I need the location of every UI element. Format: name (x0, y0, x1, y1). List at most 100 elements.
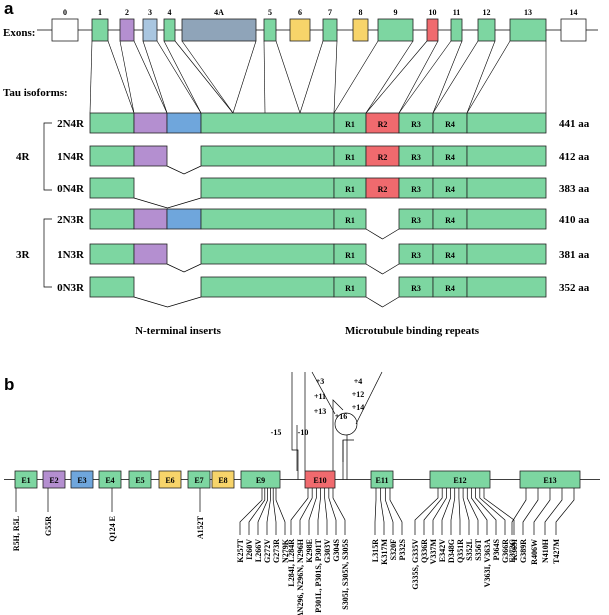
mutation-e12-11: K369I (510, 539, 519, 560)
mutation-e12-3: E342V (438, 539, 447, 562)
exon-map-line-9 (232, 40, 257, 114)
exon-box-12 (477, 18, 496, 42)
mutation-e11-tick-0 (374, 488, 377, 535)
mutation-e1: R5H, R5L (12, 516, 21, 551)
intron-plus-right-0: +4 (354, 377, 363, 386)
repeat-label-R2: R2 (378, 153, 388, 162)
exon-box-4 (163, 18, 176, 42)
isoform-name: 1N4R (57, 151, 85, 163)
gene-exon-label-E13: E13 (543, 476, 556, 485)
isoform-size: 410 aa (559, 214, 590, 226)
mutation-e7: A152T (196, 515, 205, 539)
mutation-e12-7: S356T (474, 538, 483, 560)
gene-exon-label-E11: E11 (376, 476, 389, 485)
exon-box-3 (142, 18, 158, 42)
exon-box-14 (560, 18, 587, 42)
mutation-e12-0: G335S, G335V (411, 539, 420, 590)
exon-box-5 (263, 18, 277, 42)
n1-insert (133, 112, 168, 134)
caption-n-terminal: N-terminal inserts (135, 325, 222, 337)
exon-map-line-7 (174, 40, 234, 114)
exon-box-7 (322, 18, 338, 42)
exon-map-line-2 (119, 40, 135, 114)
repeat-label-R3: R3 (411, 153, 421, 162)
exon-number-14: 14 (570, 8, 578, 17)
mutation-e10-6: S305I, S305N, S305S (341, 538, 350, 609)
gene-exon-label-E5: E5 (135, 476, 144, 485)
repeat-label-R3: R3 (411, 185, 421, 194)
repeat-label-R4: R4 (445, 153, 455, 162)
exon-number-11: 11 (453, 8, 461, 17)
exon-box-8 (352, 18, 369, 42)
mutation-e11-0: L315R (371, 539, 380, 562)
exon-box-0 (51, 18, 79, 42)
bracket-3r (43, 218, 52, 288)
intron-plus-left-1: +11 (314, 392, 326, 401)
mutation-e12-9: P364S (492, 538, 501, 560)
mutation-e11-tick-2 (384, 488, 394, 535)
exon-map-line-6 (163, 40, 202, 114)
intron-e10-right-a (332, 399, 344, 471)
mutation-e10-tick-5 (328, 488, 337, 535)
exon-map-line-22 (466, 40, 511, 114)
mutation-e13-tick-3 (544, 488, 563, 535)
gene-exon-label-E10: E10 (313, 476, 326, 485)
mutation-e13-tick-0 (511, 488, 527, 535)
tail-segment (466, 276, 547, 298)
exon-box-11 (450, 18, 463, 42)
exon-number-5: 5 (268, 8, 272, 17)
exon-map-line-18 (398, 40, 452, 114)
exon-map-line-0 (89, 40, 93, 114)
mutation-e13-1: G389R (519, 539, 528, 563)
splice-skip-r2 (365, 228, 400, 240)
gene-exon-label-E4: E4 (105, 476, 114, 485)
exon-number-3: 3 (148, 8, 152, 17)
gene-exon-E8 (211, 470, 235, 489)
exon-map-line-20 (432, 40, 479, 114)
mutation-e10-tick-3 (317, 488, 321, 535)
mutation-e12-tick-11 (483, 488, 515, 535)
exon-1-segment (89, 276, 135, 298)
intron-diag-left (311, 371, 336, 415)
exon-number-2: 2 (125, 8, 129, 17)
mutation-e12-tick-2 (432, 488, 447, 535)
mutation-e10-0: L284I, L284R (287, 539, 296, 587)
mutation-e9-3: G272V (263, 539, 272, 563)
repeat-label-R3: R3 (411, 251, 421, 260)
exon-map-line-10 (263, 40, 266, 114)
repeat-label-R3: R3 (411, 120, 421, 129)
isoform-size: 441 aa (559, 118, 590, 130)
mutation-e12-tick-4 (450, 488, 456, 535)
mutation-e13-2: R406W (530, 539, 539, 565)
exon-map-line-15 (365, 40, 414, 114)
mutation-e12-10: G366R (501, 539, 510, 563)
repeat-label-R4: R4 (445, 120, 455, 129)
mutation-e12-tick-3 (441, 488, 451, 535)
mutation-e10-tick-4 (324, 488, 328, 535)
exon-number-13: 13 (524, 8, 532, 17)
mutation-e12-5: Q351R (456, 539, 465, 563)
repeat-label-R1: R1 (345, 216, 355, 225)
exon-number-7: 7 (328, 8, 332, 17)
intron-diag-right (355, 371, 383, 425)
exon-map-line-5 (156, 40, 202, 114)
splice-skip-n (133, 197, 202, 209)
mutation-e9-tick-5 (275, 488, 286, 535)
exon-map-line-4 (142, 40, 168, 114)
gene-exon-E12 (429, 470, 491, 489)
intron-plus-16: +16 (335, 412, 348, 421)
mutation-e9-1: I260V (245, 539, 254, 560)
mutation-e13-tick-1 (522, 488, 539, 535)
exon-number-6: 6 (298, 8, 302, 17)
isoform-name: 2N3R (57, 214, 85, 226)
exons-label: Exons: (3, 27, 35, 39)
isoforms-label: Tau isoforms: (3, 87, 68, 99)
panel-b-letter: b (4, 375, 14, 394)
mutation-e9-tick-1 (248, 488, 266, 535)
exon-box-6 (289, 18, 311, 42)
splice-skip-n2 (166, 263, 202, 273)
mutation-e9-5: N279K (281, 538, 290, 563)
repeat-label-R4: R4 (445, 284, 455, 293)
isoform-size: 352 aa (559, 282, 590, 294)
